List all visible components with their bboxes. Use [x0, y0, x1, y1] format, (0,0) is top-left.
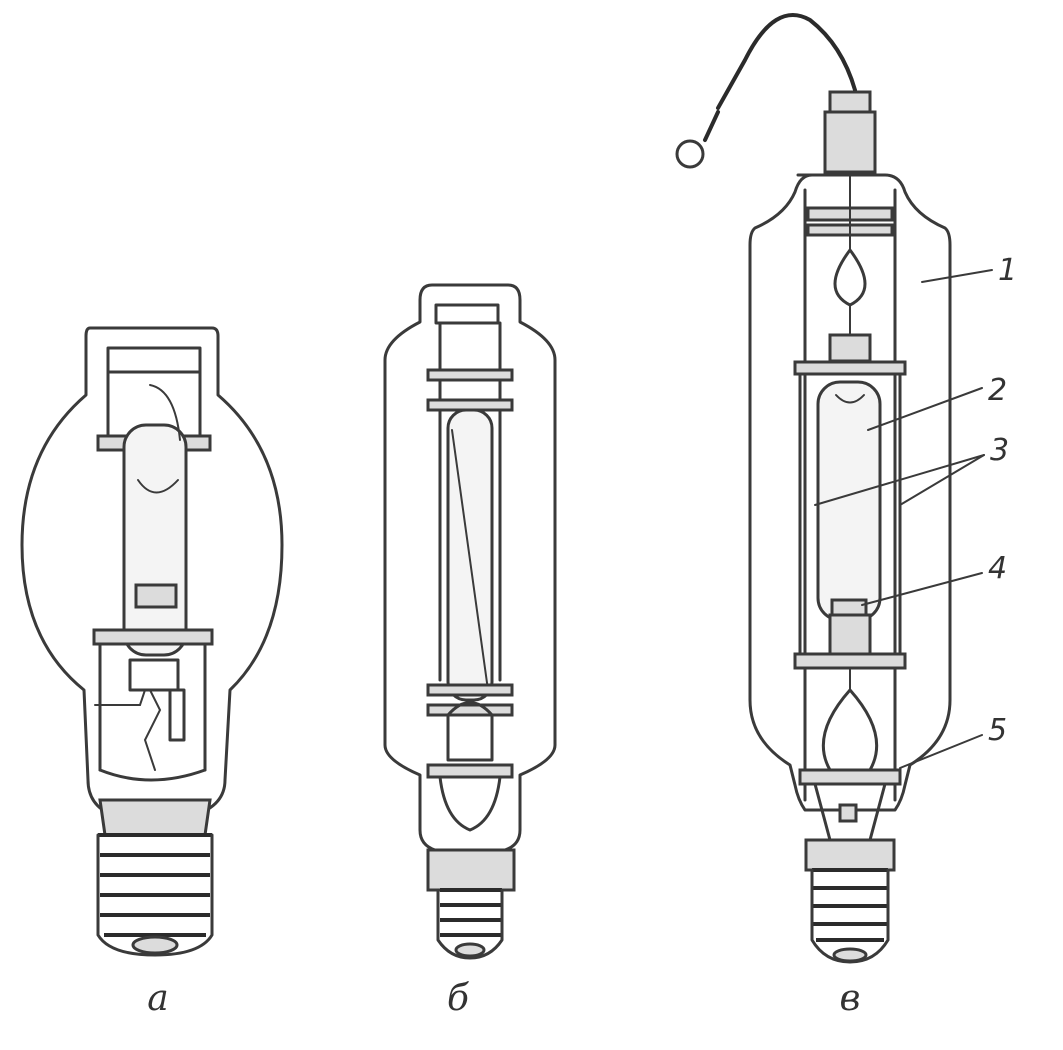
callout-leader-3b: [899, 454, 985, 506]
callout-2: 2: [988, 373, 1007, 408]
callout-5: 5: [988, 713, 1007, 748]
callout-leader-3a: [814, 454, 985, 506]
callout-4: 4: [988, 551, 1007, 586]
callout-leader-4: [861, 572, 983, 606]
callout-3: 3: [990, 433, 1009, 468]
callout-leader-5: [899, 734, 983, 769]
caption-c: в: [840, 978, 861, 1019]
callout-leader-2: [867, 387, 983, 431]
callout-leader-1: [921, 269, 993, 283]
lamp-b: [383, 283, 557, 960]
lamp-a: [20, 326, 284, 957]
callout-1: 1: [998, 253, 1017, 288]
lamp-c: [675, 13, 993, 964]
caption-b: б: [447, 978, 470, 1019]
caption-a: а: [147, 978, 168, 1019]
